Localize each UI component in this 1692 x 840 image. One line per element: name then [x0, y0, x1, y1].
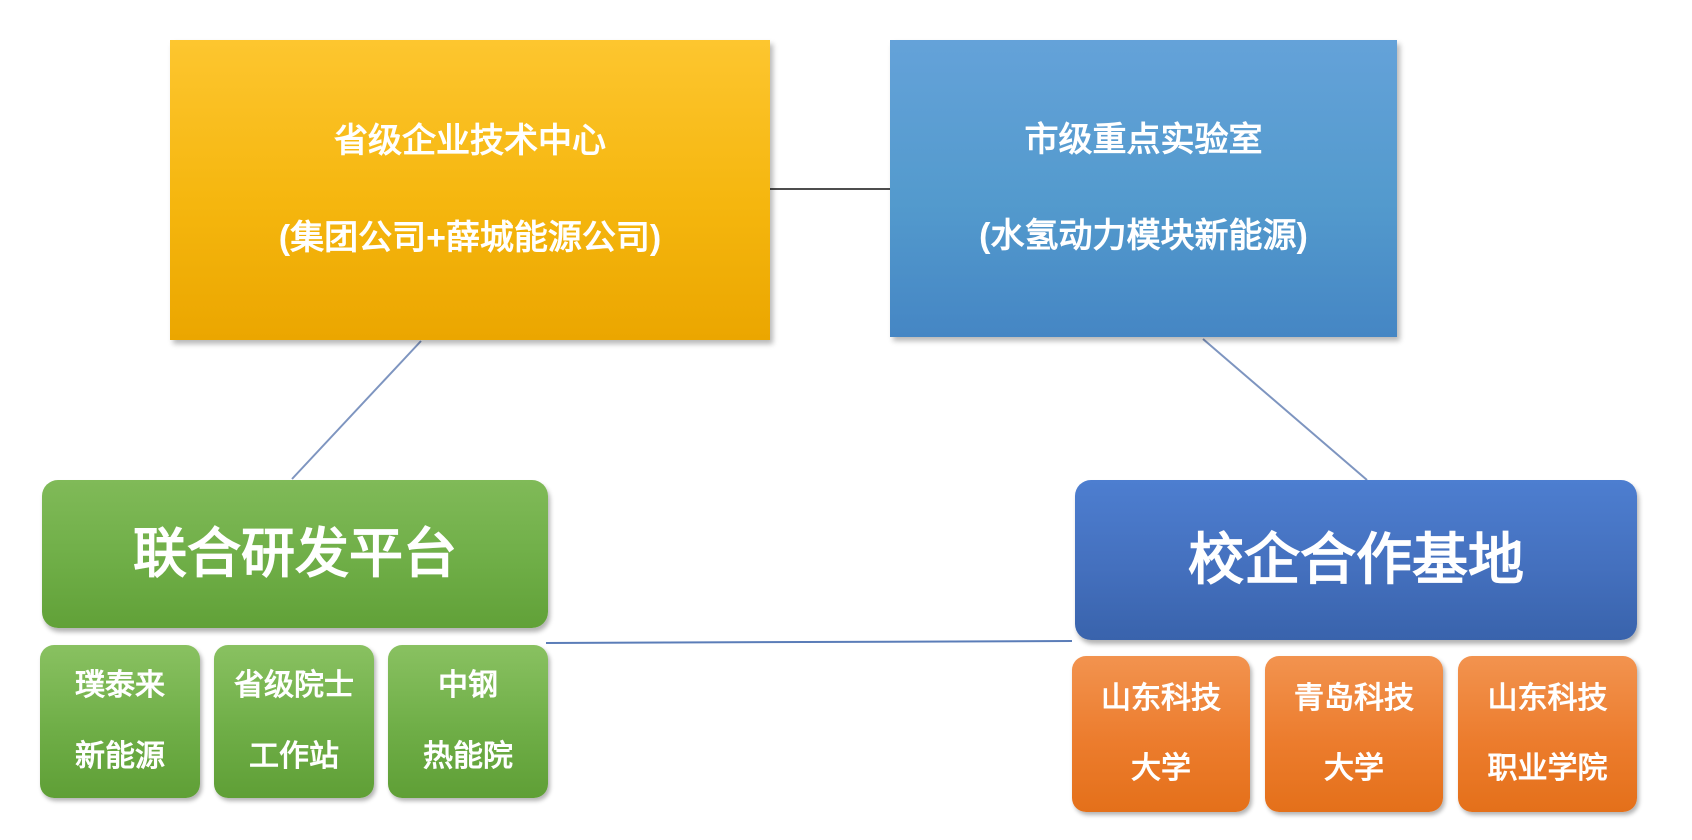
node-qingdao-univ-science-tech: 青岛科技 大学	[1265, 656, 1443, 812]
node-academician-workstation: 省级院士 工作站	[214, 645, 374, 798]
school-enterprise-base-label: 校企合作基地	[1188, 527, 1524, 591]
node-putailai-new-energy: 璞泰来 新能源	[40, 645, 200, 798]
connector-tech-center-to-joint-rd	[291, 340, 422, 480]
municipal-key-lab-title: 市级重点实验室	[1024, 120, 1263, 159]
node-sinosteel-thermal-institute: 中钢 热能院	[388, 645, 548, 798]
putailai-line2: 新能源	[75, 739, 165, 773]
sdust-line1: 山东科技	[1101, 681, 1221, 715]
putailai-line1: 璞泰来	[75, 669, 165, 702]
municipal-key-lab-subtitle: (水氢动力模块新能源)	[979, 217, 1308, 255]
node-school-enterprise-base: 校企合作基地	[1075, 480, 1637, 640]
sinosteel-line1: 中钢	[438, 669, 498, 702]
connector-key-lab-to-coop-base	[1202, 338, 1368, 481]
node-shandong-univ-science-tech: 山东科技 大学	[1072, 656, 1250, 812]
connector-joint-rd-to-coop-base	[545, 640, 1073, 644]
provincial-tech-center-subtitle: (集团公司+薛城能源公司)	[278, 218, 662, 257]
academician-workstation-line2: 工作站	[249, 739, 339, 773]
joint-rd-platform-label: 联合研发平台	[133, 523, 457, 584]
sinosteel-line2: 热能院	[423, 739, 513, 773]
qust-line1: 青岛科技	[1294, 681, 1414, 715]
node-shandong-vocational-college: 山东科技 职业学院	[1458, 656, 1637, 812]
node-provincial-tech-center: 省级企业技术中心 (集团公司+薛城能源公司)	[170, 40, 770, 340]
sdust-line2: 大学	[1131, 752, 1191, 785]
sdvc-line1: 山东科技	[1487, 681, 1608, 715]
academician-workstation-line1: 省级院士	[234, 669, 354, 702]
node-joint-rd-platform: 联合研发平台	[42, 480, 548, 628]
sdvc-line2: 职业学院	[1487, 752, 1608, 785]
provincial-tech-center-title: 省级企业技术中心	[334, 122, 606, 161]
qust-line2: 大学	[1324, 752, 1384, 785]
node-municipal-key-lab: 市级重点实验室 (水氢动力模块新能源)	[890, 40, 1397, 337]
